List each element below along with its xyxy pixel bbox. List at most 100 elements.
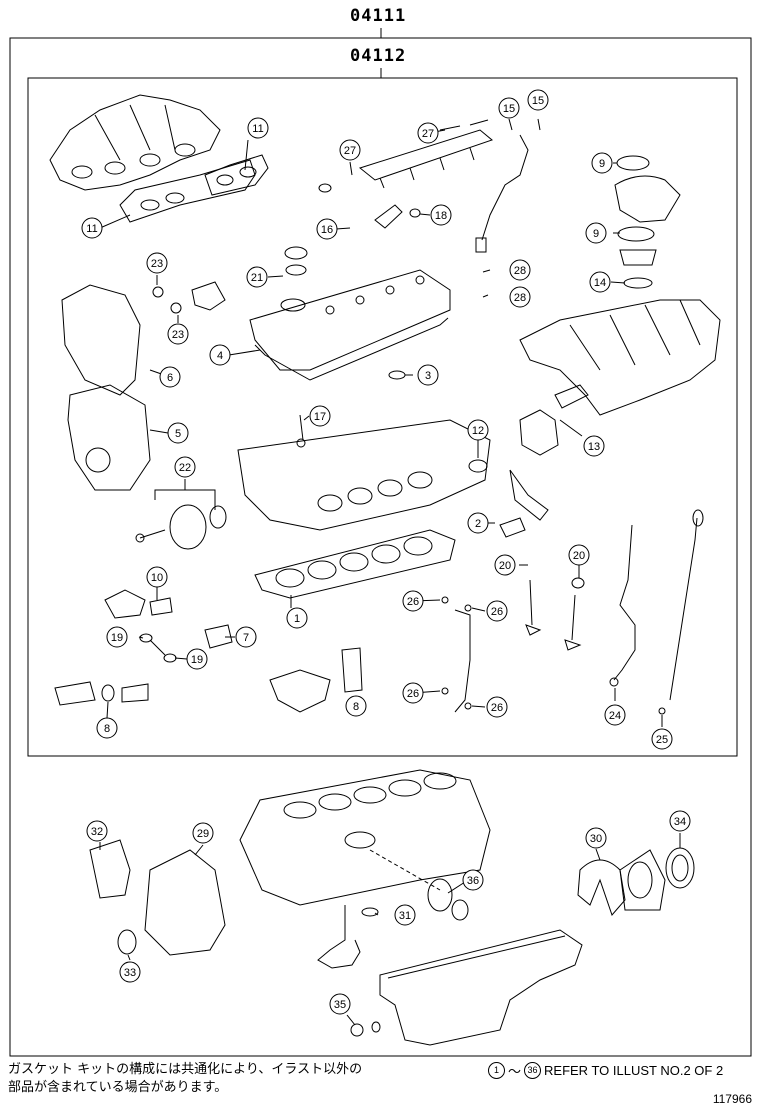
refer-tilde: ～ <box>508 1064 522 1079</box>
callout-16: 16 <box>316 218 338 240</box>
japanese-note-line1: ガスケット キットの構成には共通化により、イラスト以外の <box>8 1062 363 1077</box>
callout-number: 23 <box>151 258 163 270</box>
callout-number: 9 <box>593 228 599 240</box>
callout-number: 20 <box>499 560 511 572</box>
oil-pan-drawing <box>379 929 583 1046</box>
callout-28-2: 28 <box>509 286 531 308</box>
callout-number: 28 <box>514 292 526 304</box>
callout-number: 14 <box>594 277 606 289</box>
callout-number: 27 <box>422 128 434 140</box>
callout-8: 8 <box>96 717 118 739</box>
callout-7: 7 <box>235 626 257 648</box>
callout-number: 18 <box>435 210 447 222</box>
callout-26: 26 <box>402 590 424 612</box>
callout-27-2: 27 <box>417 122 439 144</box>
front-cover-drawing <box>89 839 226 956</box>
callout-number: 1 <box>294 613 300 625</box>
callout-number: 19 <box>191 654 203 666</box>
water-outlet-drawing <box>614 155 681 289</box>
callout-number: 31 <box>399 910 411 922</box>
japanese-note: ガスケット キットの構成には共通化により、イラスト以外の 部品が含まれている場合… <box>8 1061 362 1097</box>
callout-28: 28 <box>509 259 531 281</box>
intake-manifold-drawing <box>519 299 721 456</box>
refer-note: 1 ～ 36 REFER TO ILLUST NO.2 OF 2 <box>488 1061 723 1080</box>
callout-number: 7 <box>243 632 249 644</box>
rear-seal-retainer-drawing <box>577 847 695 916</box>
timing-cover-drawing <box>61 281 226 491</box>
callout-number: 2 <box>475 518 481 530</box>
inner-kit-frame <box>27 77 738 757</box>
callout-35: 35 <box>329 993 351 1015</box>
callout-number: 24 <box>609 710 621 722</box>
callout-23-2: 23 <box>167 323 189 345</box>
callout-6: 6 <box>159 366 181 388</box>
callout-14: 14 <box>589 271 611 293</box>
dipstick-drawing <box>669 517 698 701</box>
sensor-wire-drawing <box>481 134 529 241</box>
callout-22: 22 <box>174 456 196 478</box>
fuel-rail-drawing <box>318 119 494 193</box>
callout-number: 34 <box>674 816 686 828</box>
callout-23: 23 <box>146 252 168 274</box>
callout-29: 29 <box>192 822 214 844</box>
callout-12: 12 <box>467 419 489 441</box>
illustration-code: 117966 <box>712 1092 752 1106</box>
callout-number: 11 <box>252 123 263 135</box>
callout-number: 3 <box>425 370 431 382</box>
callout-26-2: 26 <box>486 600 508 622</box>
valve-cover-drawing <box>249 246 451 381</box>
exhaust-manifold-drawing <box>49 94 221 191</box>
callout-33: 33 <box>119 961 141 983</box>
callout-number: 30 <box>590 833 602 845</box>
callout-number: 15 <box>503 103 515 115</box>
callout-number: 20 <box>573 550 585 562</box>
callout-18: 18 <box>430 204 452 226</box>
callout-8-2: 8 <box>345 695 367 717</box>
callout-number: 22 <box>179 462 191 474</box>
callout-26-4: 26 <box>486 696 508 718</box>
japanese-note-line2: 部品が含まれている場合があります。 <box>8 1080 228 1095</box>
callout-13: 13 <box>583 435 605 457</box>
callout-3: 3 <box>417 364 439 386</box>
callout-number: 8 <box>353 701 359 713</box>
dipstick-guide-drawing <box>613 524 636 681</box>
callout-36: 36 <box>462 869 484 891</box>
callout-34: 34 <box>669 810 691 832</box>
callout-number: 5 <box>175 428 181 440</box>
callout-2: 2 <box>467 512 489 534</box>
callout-4: 4 <box>209 344 231 366</box>
callout-10: 10 <box>146 566 168 588</box>
outer-kit-frame <box>9 37 752 1057</box>
callout-26-3: 26 <box>402 682 424 704</box>
callout-30: 30 <box>585 827 607 849</box>
callout-number: 6 <box>167 372 173 384</box>
callout-24: 24 <box>604 704 626 726</box>
oil-strainer-drawing <box>317 905 361 969</box>
callout-number: 26 <box>491 702 503 714</box>
callout-number: 26 <box>407 688 419 700</box>
callout-number: 15 <box>532 95 544 107</box>
callout-number: 16 <box>321 224 333 236</box>
callout-number: 25 <box>656 734 668 746</box>
assembly-inner-code: 04112 <box>350 46 407 66</box>
callout-19-2: 19 <box>186 648 208 670</box>
callout-19: 19 <box>106 626 128 648</box>
callout-20-2: 20 <box>568 544 590 566</box>
callout-9: 9 <box>591 152 613 174</box>
callout-11: 11 <box>247 117 269 139</box>
callout-number: 19 <box>111 632 123 644</box>
refer-from-callout: 1 <box>488 1062 505 1079</box>
callout-25: 25 <box>651 728 673 750</box>
callout-number: 17 <box>314 411 326 423</box>
callout-number: 35 <box>334 999 346 1011</box>
callout-9-2: 9 <box>585 222 607 244</box>
callout-20: 20 <box>494 554 516 576</box>
callout-21: 21 <box>246 266 268 288</box>
callout-number: 33 <box>124 967 136 979</box>
callout-number: 26 <box>407 596 419 608</box>
callout-32: 32 <box>86 820 108 842</box>
callout-27: 27 <box>339 139 361 161</box>
callout-number: 9 <box>599 158 605 170</box>
callout-15: 15 <box>498 97 520 119</box>
